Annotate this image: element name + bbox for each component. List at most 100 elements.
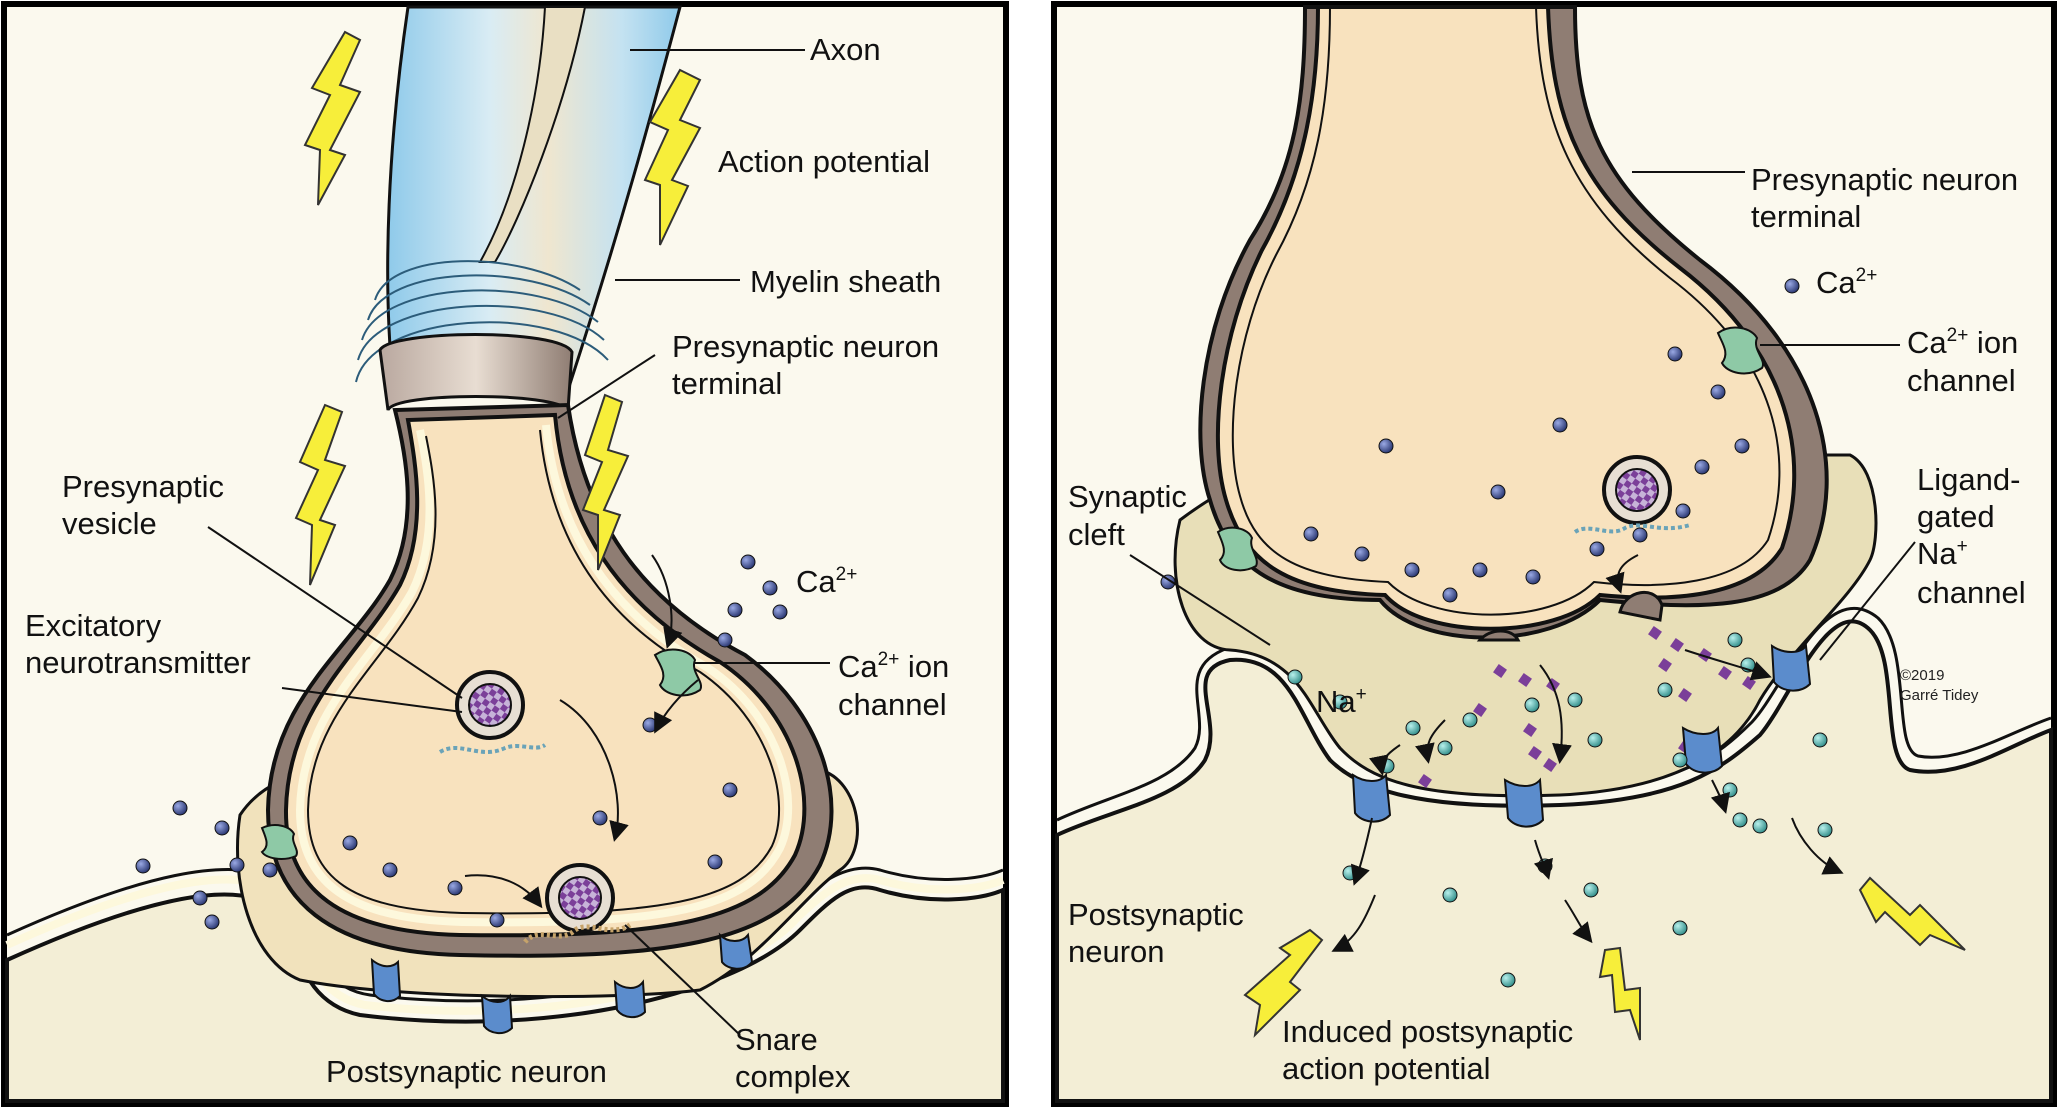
lightning-icon [1243,928,1324,1038]
lightning-icon [581,393,630,571]
right-ca-channel-1 [1716,326,1765,375]
calcium-ion [229,857,245,873]
neurotransmitter-molecule [1473,703,1487,717]
credit-year: ©2019 [1900,667,1944,684]
label-snare-2: complex [735,1059,851,1094]
label-ca-channel-2: channel [1907,363,2016,398]
sodium-ion [1587,732,1603,748]
calcium-ion [1404,562,1420,578]
left-receptor-1 [370,957,402,1002]
right-calcium-ions [1160,278,1800,603]
label-induced-1: Induced postsynaptic [1282,1014,1573,1049]
neurotransmitter-molecule [1648,626,1662,640]
right-na-channel-4 [1770,643,1812,692]
sodium-ion [1672,752,1688,768]
neurotransmitter-molecule [1418,774,1432,788]
neurotransmitter-molecule [1523,723,1537,737]
label-excitatory-nt-1: Excitatory [25,608,162,643]
label-ca-channel-1: Ca2+ ion [838,649,949,684]
calcium-ion [1675,503,1691,519]
left-panel: Axon Action potential Myelin sheath Pres… [1,1,1009,1107]
left-postsynaptic-membrane-inner [5,874,1005,1015]
label-postsynaptic-neuron: Postsynaptic neuron [326,1054,607,1089]
lightning-icon [643,68,702,246]
right-labels: Presynaptic neuron terminal Ca2+ Ca2+ io… [1068,162,2026,1086]
label-ca-channel-2: channel [838,687,947,722]
right-flow-arrows [1331,554,1844,952]
label-synaptic-cleft-2: cleft [1068,517,1125,552]
label-induced-2: action potential [1282,1051,1491,1086]
left-vesicle-2 [523,863,632,944]
calcium-ion [1303,526,1319,542]
left-presynaptic-membrane [295,424,793,927]
sodium-ion [1342,865,1358,881]
lightning-icon [303,30,362,206]
calcium-ion [727,602,743,618]
label-na-ion: Na+ [1316,684,1367,719]
calcium-ion [707,854,723,870]
label-snare-1: Snare [735,1022,818,1057]
label-presynaptic-vesicle-2: vesicle [62,506,157,541]
label-presynaptic-terminal-1: Presynaptic neuron [1751,162,2018,197]
lightning-icon [1858,876,1966,951]
calcium-ion [642,717,658,733]
credit-author: Garré Tidey [1900,687,1979,704]
label-synaptic-cleft-1: Synaptic [1068,479,1187,514]
label-axon: Axon [810,32,881,67]
calcium-ion [1490,484,1506,500]
neurotransmitter-molecule [1678,688,1692,702]
left-ca-channel-bottom [260,824,298,860]
sodium-ion [1657,682,1673,698]
label-presynaptic-terminal-2: terminal [672,366,782,401]
calcium-ion [447,880,463,896]
label-ca-ion: Ca2+ [1816,265,1877,300]
neurotransmitter-molecule [1493,664,1507,678]
label-presynaptic-vesicle-1: Presynaptic [62,469,224,504]
neurotransmitter-molecule [1670,638,1684,652]
neurotransmitter-molecule [1658,658,1672,672]
calcium-ion [1784,278,1800,294]
calcium-ion [1552,417,1568,433]
calcium-ion [262,862,278,878]
sodium-ion [1812,732,1828,748]
sodium-ion [1727,632,1743,648]
calcium-ion [1354,546,1370,562]
right-panel: Presynaptic neuron terminal Ca2+ Ca2+ io… [1051,1,2057,1107]
lightning-icon [294,403,347,586]
calcium-ion [1694,459,1710,475]
calcium-ion [1160,574,1176,590]
sodium-ion [1287,669,1303,685]
calcium-ion [382,862,398,878]
neurotransmitter-molecule [1718,666,1732,680]
lightning-icon [1598,946,1641,1041]
right-lightning-bolts [1243,876,1966,1041]
right-postsynaptic-neuron [1055,619,2053,1103]
label-myelin-sheath: Myelin sheath [750,264,941,299]
sodium-ion [1405,720,1421,736]
sodium-ion [1500,972,1516,988]
label-ca-channel-1: Ca2+ ion [1907,325,2018,360]
left-vesicle-1 [438,670,547,754]
label-ligand-3: Na+ [1917,536,1968,571]
left-ca-channel-top [653,648,703,697]
calcium-ion [489,912,505,928]
right-ca-channel-2 [1216,526,1258,572]
calcium-ion [1525,569,1541,585]
calcium-ion [772,604,788,620]
right-na-channel-3 [1681,725,1724,774]
calcium-ion [592,810,608,826]
calcium-ion [204,914,220,930]
label-ca-ion: Ca2+ [796,564,857,599]
calcium-ion [717,632,733,648]
left-flow-arrows [464,554,699,909]
calcium-ion [192,890,208,906]
calcium-ion [1667,346,1683,362]
label-ligand-1: Ligand- [1917,462,2020,497]
calcium-ion [214,820,230,836]
left-leader-lines [207,49,830,1036]
sodium-ion [1437,740,1453,756]
left-receptor-3 [613,979,647,1018]
calcium-ion [172,800,188,816]
label-postsynaptic-1: Postsynaptic [1068,897,1244,932]
